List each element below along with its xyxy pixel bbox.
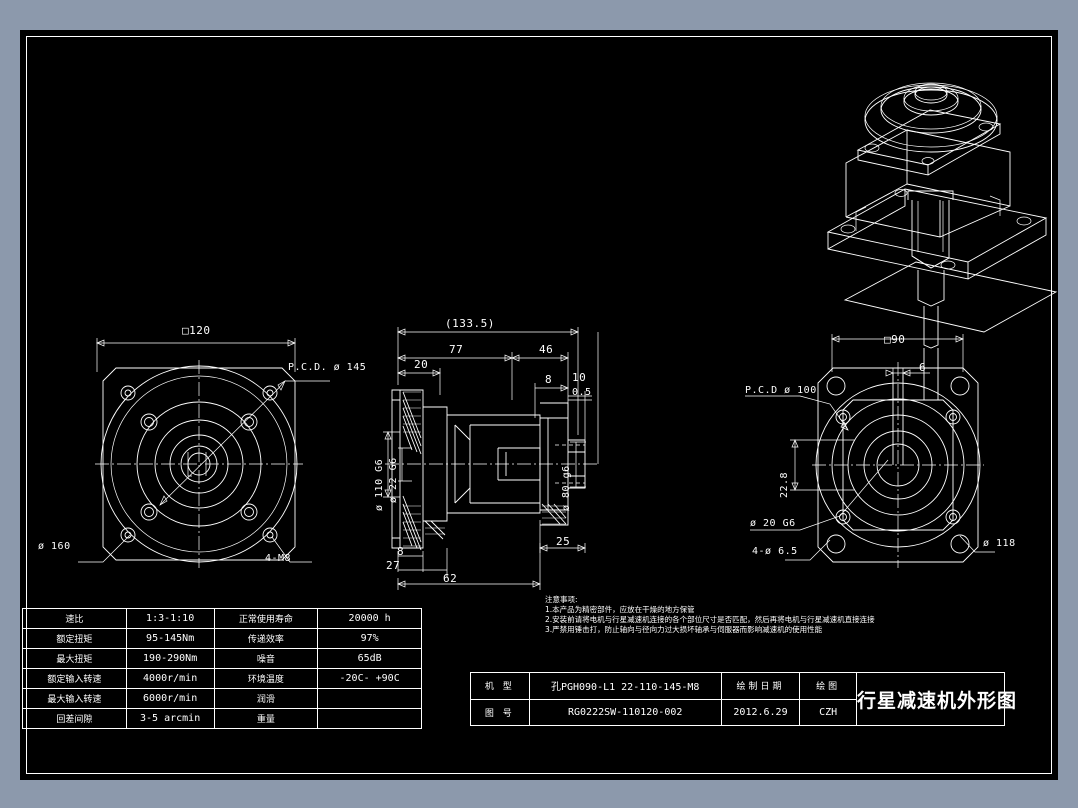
middle-view-section bbox=[383, 327, 600, 590]
middle-view-dim-8top: 8 bbox=[545, 373, 553, 386]
spec-label-max-torque: 最大扭矩 bbox=[22, 648, 127, 669]
title-block-title-cell: 行星减速机外形图 bbox=[856, 673, 1017, 725]
middle-view-dim-dia22g6: ø 22 G6 bbox=[388, 457, 399, 503]
middle-view-dim-dia80g6: ø 80 g6 bbox=[561, 465, 572, 511]
specification-table: 速比 1:3-1:10 正常使用寿命 20000 h 额定扭矩 95-145Nm… bbox=[22, 608, 422, 729]
right-view-dim-pcd100: P.C.D ø 100 bbox=[745, 385, 817, 396]
date-value: 2012.6.29 bbox=[722, 699, 801, 725]
spec-value-weight bbox=[317, 708, 422, 729]
middle-view-dim-20: 20 bbox=[414, 358, 429, 371]
spec-value-efficiency: 97% bbox=[317, 628, 422, 649]
table-row: 最大输入转速 6000r/min 润滑 bbox=[22, 688, 422, 709]
drawing-no-label: 图 号 bbox=[471, 699, 530, 725]
middle-view-dim-10: 10 bbox=[572, 371, 587, 384]
table-row: 额定扭矩 95-145Nm 传递效率 97% bbox=[22, 628, 422, 649]
middle-view-dim-46: 46 bbox=[539, 343, 554, 356]
spec-label-lubrication: 润滑 bbox=[213, 688, 319, 709]
spec-label-rated-input-speed: 额定输入转速 bbox=[22, 668, 127, 689]
title-block-row-model: 机 型 孔PGH090-L1 22-110-145-M8 绘制日期 绘图 bbox=[471, 673, 856, 700]
spec-label-efficiency: 传递效率 bbox=[213, 628, 319, 649]
model-value: 孔PGH090-L1 22-110-145-M8 bbox=[530, 673, 722, 699]
drawn-by-label: 绘图 bbox=[816, 682, 841, 693]
notes-line-1: 1.本产品为精密部件，应放在干燥的地方保管 bbox=[545, 605, 695, 614]
model-label: 机 型 bbox=[471, 673, 530, 699]
sheet-border-frame bbox=[26, 36, 1052, 774]
spec-label-ambient-temp: 环境温度 bbox=[213, 668, 319, 689]
right-view-dim-4xdia6p5: 4-ø 6.5 bbox=[752, 546, 798, 557]
right-view-dim-dia118: ø 118 bbox=[983, 538, 1016, 549]
left-view-dim-4xm8: 4-M8 bbox=[265, 553, 292, 564]
drawn-by-value: CZH bbox=[819, 706, 838, 718]
isometric-view bbox=[826, 82, 1058, 400]
spec-label-backlash: 回差间隙 bbox=[22, 708, 127, 729]
middle-view-dim-overall: (133.5) bbox=[445, 317, 495, 330]
spec-label-rated-torque: 额定扭矩 bbox=[22, 628, 127, 649]
right-view-dim-square90: □90 bbox=[884, 333, 906, 346]
middle-view-dim-62: 62 bbox=[443, 572, 458, 585]
left-view-dim-pcd145: P.C.D. ø 145 bbox=[288, 362, 367, 373]
notes-line-3: 3.严禁用锤击打，防止轴向与径向力过大损坏轴承与伺服器而影响减速机的使用性能 bbox=[545, 625, 823, 634]
spec-label-weight: 重量 bbox=[213, 708, 319, 729]
title-block-row-drawing-no: 图 号 RG0222SW-110120-002 2012.6.29 CZH bbox=[471, 699, 856, 725]
spec-value-lubrication bbox=[317, 688, 422, 709]
middle-view-dim-0p5: 0.5 bbox=[572, 387, 592, 398]
left-view-dim-dia160: ø 160 bbox=[38, 541, 71, 552]
title-block-fields: 机 型 孔PGH090-L1 22-110-145-M8 绘制日期 绘图 图 号… bbox=[471, 673, 856, 725]
table-row: 速比 1:3-1:10 正常使用寿命 20000 h bbox=[22, 608, 422, 629]
middle-view-dim-dia110g6: ø 110 G6 bbox=[374, 458, 385, 511]
date-label: 绘制日期 bbox=[722, 673, 801, 699]
middle-view-dim-25: 25 bbox=[556, 535, 571, 548]
spec-value-ambient-temp: -20C- +90C bbox=[317, 668, 422, 689]
drawing-no-value: RG0222SW-110120-002 bbox=[530, 699, 722, 725]
right-view-dim-6: 6 bbox=[919, 361, 927, 374]
table-row: 回差间隙 3-5 arcmin 重量 bbox=[22, 708, 422, 729]
spec-value-ratio: 1:3-1:10 bbox=[125, 608, 215, 629]
spec-value-backlash: 3-5 arcmin bbox=[125, 708, 215, 729]
spec-value-service-life: 20000 h bbox=[317, 608, 422, 629]
spec-label-ratio: 速比 bbox=[22, 608, 127, 629]
spec-value-noise: 65dB bbox=[317, 648, 422, 669]
spec-value-rated-input-speed: 4000r/min bbox=[125, 668, 215, 689]
notes-line-2: 2.安装前请将电机与行星减速机连接的各个部位尺寸是否匹配，然后再将电机与行星减速… bbox=[545, 615, 875, 624]
spec-value-rated-torque: 95-145Nm bbox=[125, 628, 215, 649]
table-row: 最大扭矩 190-290Nm 噪音 65dB bbox=[22, 648, 422, 669]
middle-view-dim-77: 77 bbox=[449, 343, 464, 356]
left-view-flange bbox=[78, 338, 330, 568]
spec-label-max-input-speed: 最大输入转速 bbox=[22, 688, 127, 709]
drawing-title: 行星减速机外形图 bbox=[857, 689, 1018, 712]
notes-heading: 注意事项: bbox=[545, 595, 578, 604]
spec-label-service-life: 正常使用寿命 bbox=[213, 608, 319, 629]
spec-value-max-torque: 190-290Nm bbox=[125, 648, 215, 669]
notes-block: 注意事项: 1.本产品为精密部件，应放在干燥的地方保管 2.安装前请将电机与行星… bbox=[545, 595, 1005, 635]
middle-view-dim-27: 27 bbox=[386, 559, 401, 572]
right-view-flange bbox=[745, 334, 995, 568]
spec-label-noise: 噪音 bbox=[213, 648, 319, 669]
right-view-dim-dia20g6: ø 20 G6 bbox=[750, 518, 796, 529]
title-block: 机 型 孔PGH090-L1 22-110-145-M8 绘制日期 绘图 图 号… bbox=[470, 672, 1016, 726]
spec-value-max-input-speed: 6000r/min bbox=[125, 688, 215, 709]
left-view-dim-square120: □120 bbox=[182, 324, 211, 337]
right-view-dim-22p8: 22.8 bbox=[779, 471, 790, 498]
table-row: 额定输入转速 4000r/min 环境温度 -20C- +90C bbox=[22, 668, 422, 689]
middle-view-dim-8bottom: 8 bbox=[397, 545, 405, 558]
